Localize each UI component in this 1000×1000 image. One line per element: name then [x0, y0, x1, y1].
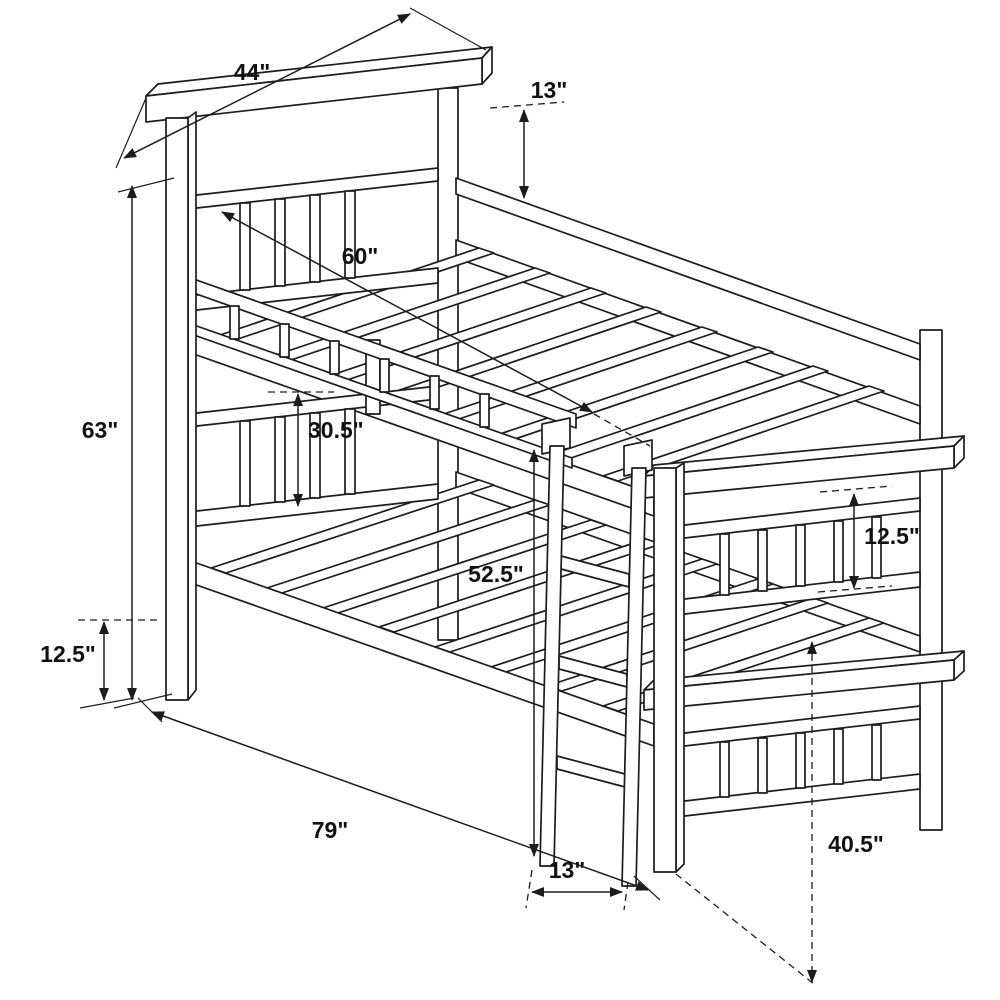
dimension-52-5: 52.5" [468, 449, 539, 857]
upper-front-guard-rail [167, 269, 577, 469]
dimension-79: 79" [137, 697, 661, 901]
dim-label-13-bottom: 13" [549, 857, 586, 883]
ladder-rung [556, 755, 626, 788]
dimension-13-top: 13" [489, 77, 568, 199]
dimension-30-5: 30.5" [268, 391, 364, 507]
dim-label-12-5-left: 12.5" [40, 641, 96, 667]
ladder-hook [541, 417, 571, 455]
dim-label-40-5: 40.5" [828, 831, 884, 857]
dim-label-12-5-right: 12.5" [864, 523, 920, 549]
foot-front-post [653, 462, 685, 873]
bunk-bed-drawing [145, 46, 965, 887]
dimension-13-bottom: 13" [525, 857, 629, 911]
head-back-post [437, 87, 459, 641]
dim-label-30-5: 30.5" [308, 417, 364, 443]
dimension-12-5-right: 12.5" [817, 485, 920, 593]
dimension-12-5-left: 12.5" [40, 619, 160, 709]
footboard-upper [643, 435, 965, 616]
dim-label-52-5: 52.5" [468, 561, 524, 587]
head-front-post [165, 111, 197, 701]
footboard-lower [643, 650, 965, 818]
lower-front-side-rail [187, 559, 655, 747]
dimension-annotations: 44" 13" 60" 63" 30.5" [40, 7, 920, 985]
dim-label-79: 79" [312, 817, 349, 843]
ladder-hook [623, 439, 653, 477]
dim-label-44: 44" [234, 59, 271, 85]
dimension-40-5: 40.5" [675, 641, 884, 985]
dimension-63: 63" [82, 177, 175, 709]
dim-label-13-top: 13" [531, 77, 568, 103]
foot-back-post [919, 329, 943, 831]
dim-label-63: 63" [82, 417, 119, 443]
dim-label-60: 60" [342, 243, 379, 269]
dimension-60: 60" [221, 211, 651, 447]
dimension-44: 44" [115, 7, 487, 169]
